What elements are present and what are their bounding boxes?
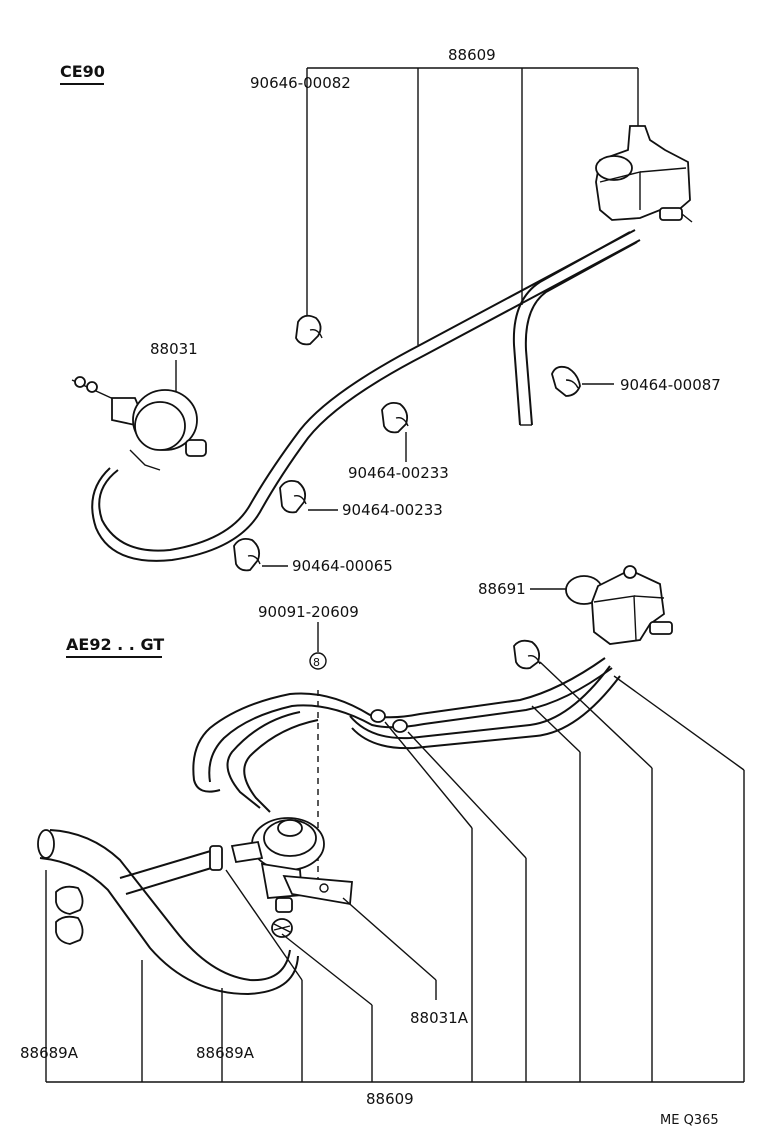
label-90646-00082: 90646-00082 [250, 74, 351, 92]
valve-88031-top: 88031 [71, 340, 207, 471]
valve-88031a-part [230, 817, 353, 938]
hose-top-main [91, 229, 641, 562]
footer-code: ME Q365 [660, 1113, 719, 1128]
clip-00065-part: 90464-00065 [233, 537, 393, 575]
vsv-top-part [595, 125, 693, 223]
label-90464-00233-a: 90464-00233 [348, 464, 449, 482]
clip-00233-a-part: 90464-00233 [348, 401, 449, 482]
clip-bottom-part [513, 639, 541, 670]
label-88689a-mid: 88689A [196, 1044, 255, 1062]
vsv-88691-part: 88691 [478, 565, 673, 645]
clip-00082-part [295, 314, 323, 346]
bolt-ref-number: 8 [313, 656, 320, 669]
clip-00087-part: 90464-00087 [551, 365, 721, 397]
section-label-bottom: AE92 . . GT [66, 635, 164, 654]
section-label-top: CE90 [60, 62, 105, 81]
leader-88609-bottom [45, 661, 745, 1083]
label-88031a: 88031A [410, 1009, 469, 1027]
clip-00233-b-part: 90464-00233 [279, 479, 443, 519]
bolt-ref-marker [309, 652, 327, 670]
leader-88609-top [306, 67, 639, 345]
hose-bottom-main [192, 657, 621, 813]
label-88609-top: 88609 [448, 46, 496, 64]
section-ce90: CE90 [60, 62, 105, 85]
label-90464-00087: 90464-00087 [620, 376, 721, 394]
label-88609-bottom: 88609 [366, 1090, 414, 1108]
label-90091-20609: 90091-20609 [258, 603, 359, 621]
label-88689a-left: 88689A [20, 1044, 79, 1062]
label-88691: 88691 [478, 580, 526, 598]
label-90464-00065: 90464-00065 [292, 557, 393, 575]
label-90464-00233-b: 90464-00233 [342, 501, 443, 519]
label-88031-top: 88031 [150, 340, 198, 358]
section-ae92-gt: AE92 . . GT [66, 635, 164, 658]
hose-left-pipes [37, 829, 299, 996]
